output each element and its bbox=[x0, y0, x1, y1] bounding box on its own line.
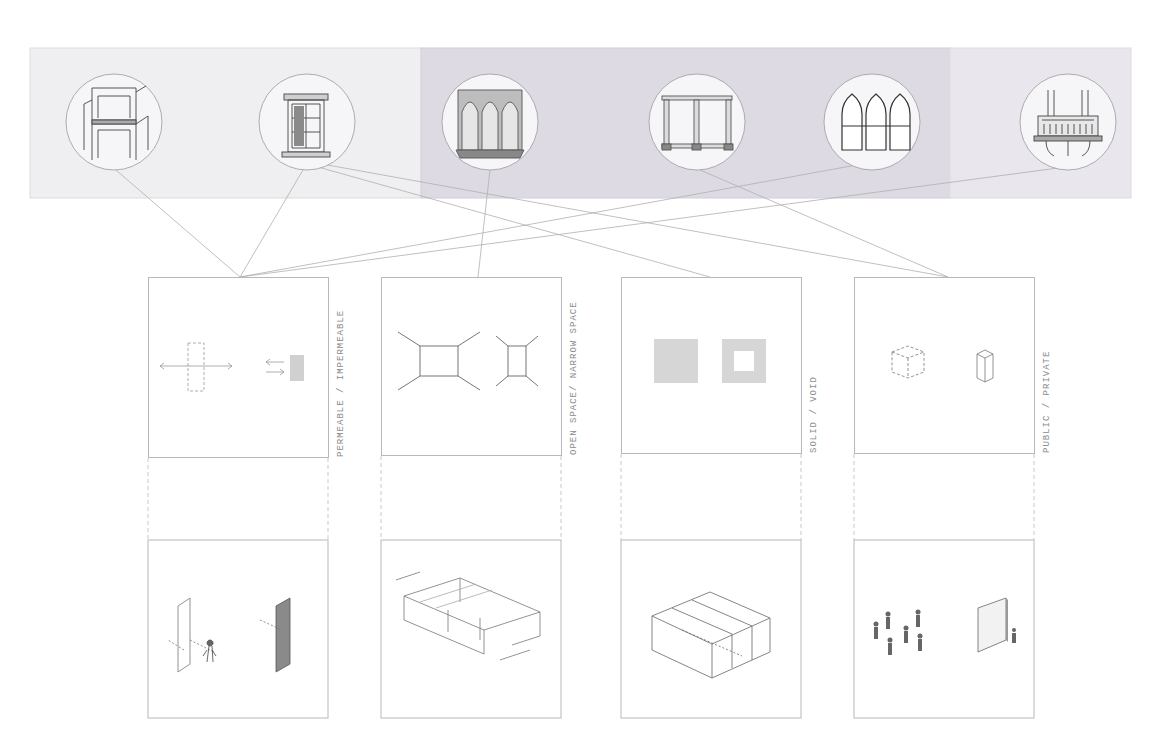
column-icon bbox=[662, 96, 733, 150]
balcony-icon bbox=[1034, 90, 1102, 156]
people-and-panel bbox=[874, 598, 1017, 655]
solid-void-diagram bbox=[654, 339, 766, 383]
public-private-diagram bbox=[892, 346, 993, 382]
solid-void-volumes bbox=[652, 592, 770, 678]
band-right bbox=[950, 48, 1131, 198]
permeable-diagram bbox=[160, 343, 304, 391]
concept-box: PERMEABLE / IMPERMEABLE bbox=[148, 277, 329, 458]
dashed-links bbox=[148, 454, 1034, 540]
lower-boxes bbox=[148, 540, 1034, 718]
volume-perspective bbox=[396, 572, 540, 660]
axis-label: PUBLIC / PRIVATE bbox=[1042, 351, 1053, 453]
open-narrow-diagram bbox=[398, 332, 538, 390]
panel-perspective bbox=[168, 598, 290, 672]
concept-box: PUBLIC / PRIVATE bbox=[854, 277, 1035, 454]
band-left bbox=[30, 48, 422, 198]
band-middle bbox=[421, 48, 951, 198]
axis-label: PERMEABLE / IMPERMEABLE bbox=[336, 310, 347, 457]
arcade-icon bbox=[456, 90, 524, 158]
window-icon bbox=[282, 94, 330, 157]
axis-label: SOLID / VOID bbox=[809, 376, 820, 453]
axis-label: OPEN SPACE/ NARROW SPACE bbox=[569, 301, 580, 455]
gothic-window-icon bbox=[842, 94, 910, 150]
leader-lines bbox=[116, 164, 1058, 277]
loggia-icon bbox=[84, 86, 148, 160]
concept-box: SOLID / VOID bbox=[621, 277, 802, 454]
concept-box: OPEN SPACE/ NARROW SPACE bbox=[381, 277, 562, 456]
icon-circles bbox=[66, 74, 1116, 170]
